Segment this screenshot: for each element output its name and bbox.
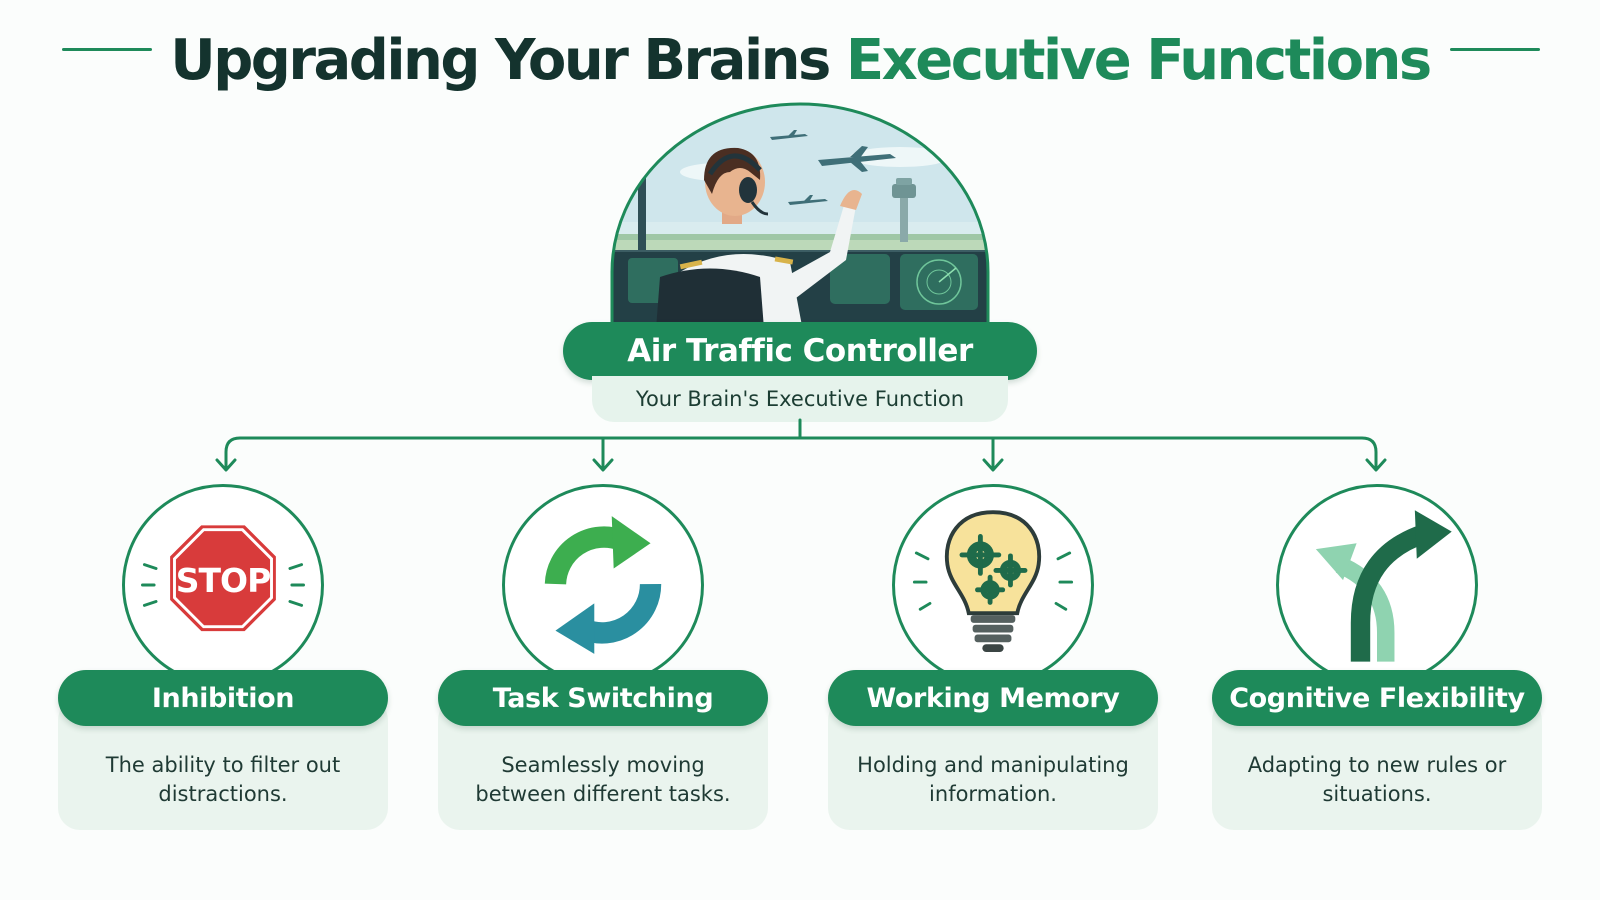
stop-sign-icon: STOP <box>122 484 324 686</box>
page-title: Upgrading Your Brains Executive Function… <box>170 27 1432 93</box>
task-switching-label: Task Switching <box>438 670 768 726</box>
cognitive-flexibility-label: Cognitive Flexibility <box>1212 670 1542 726</box>
central-label-text: Air Traffic Controller <box>627 333 973 369</box>
title-rule-left <box>62 48 152 51</box>
title-row: Upgrading Your Brains Executive Function… <box>0 22 1600 98</box>
central-subtitle: Your Brain's Executive Function <box>592 376 1008 422</box>
task-switching-label-text: Task Switching <box>492 682 714 714</box>
function-card-inhibition: STOP The ability to filter out distracti… <box>58 478 388 854</box>
task-switching-description: Seamlessly moving between different task… <box>475 753 731 806</box>
function-card-task-switching: Seamlessly moving between different task… <box>438 478 768 854</box>
inhibition-label-text: Inhibition <box>151 682 295 714</box>
cognitive-flexibility-label-text: Cognitive Flexibility <box>1229 682 1525 714</box>
title-main: Upgrading Your Brains <box>170 27 831 93</box>
inhibition-description: The ability to filter out distractions. <box>105 753 341 806</box>
function-card-working-memory: Holding and manipulating information. Wo… <box>828 478 1158 854</box>
central-subtitle-text: Your Brain's Executive Function <box>635 387 965 411</box>
function-card-cognitive-flexibility: Adapting to new rules or situations. Cog… <box>1212 478 1542 854</box>
cycle-arrows-icon <box>502 484 704 686</box>
inhibition-label: Inhibition <box>58 670 388 726</box>
lightbulb-gears-icon <box>892 484 1094 686</box>
branching-arrows-icon <box>1276 484 1478 686</box>
cognitive-flexibility-description: Adapting to new rules or situations. <box>1247 753 1507 806</box>
air-traffic-controller-illustration <box>600 102 1000 342</box>
working-memory-label-text: Working Memory <box>866 682 1120 714</box>
central-label: Air Traffic Controller <box>563 322 1037 380</box>
working-memory-description: Holding and manipulating information. <box>857 753 1129 806</box>
title-accent: Executive Functions <box>845 27 1432 93</box>
title-rule-right <box>1450 48 1540 51</box>
working-memory-label: Working Memory <box>828 670 1158 726</box>
stop-sign-text: STOP <box>176 561 271 600</box>
